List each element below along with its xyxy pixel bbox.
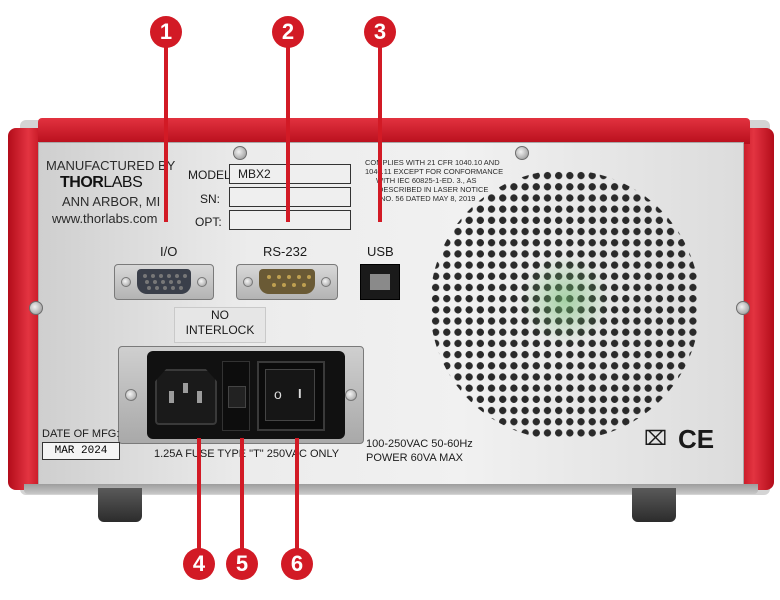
date-of-mfg-value: MAR 2024 bbox=[42, 442, 120, 460]
screw-left bbox=[29, 301, 43, 315]
model-value: MBX2 bbox=[238, 167, 271, 181]
callout-line-5 bbox=[240, 438, 244, 556]
pem-screw-right bbox=[345, 389, 357, 401]
ac-inlet[interactable] bbox=[155, 369, 217, 425]
bottom-lip bbox=[24, 484, 758, 494]
thorlabs-logo: THORLABS bbox=[60, 174, 143, 192]
screw-top-left bbox=[233, 146, 247, 160]
fuse-rating-text: 1.25A FUSE TYPE "T" 250VAC ONLY bbox=[154, 448, 340, 460]
io-port-plate bbox=[114, 264, 214, 300]
power-switch-rocker[interactable]: o I bbox=[265, 369, 315, 421]
model-label: MODEL: bbox=[188, 168, 235, 182]
io-port-label: I/O bbox=[160, 244, 178, 259]
brand-bold: THOR bbox=[60, 174, 104, 191]
screw-right bbox=[736, 301, 750, 315]
power-rating-line-2: POWER 60VA MAX bbox=[366, 452, 463, 464]
io-screw-left bbox=[121, 277, 131, 287]
rs232-screw-right bbox=[321, 277, 331, 287]
ce-mark: CE bbox=[678, 424, 715, 454]
power-entry-module: o I bbox=[118, 346, 364, 444]
callout-6: 6 bbox=[281, 548, 313, 580]
manufacturer-city: ANN ARBOR, MI bbox=[62, 194, 161, 209]
sn-field bbox=[229, 187, 351, 207]
callout-line-2 bbox=[286, 44, 290, 222]
io-port-connector[interactable] bbox=[137, 269, 191, 294]
opt-field bbox=[229, 210, 351, 230]
callout-3: 3 bbox=[364, 16, 396, 48]
manufacturer-website: www.thorlabs.com bbox=[52, 211, 158, 226]
switch-off-symbol: o bbox=[274, 386, 282, 402]
right-foot bbox=[632, 488, 676, 522]
fan-blade-glimpse bbox=[520, 255, 610, 345]
top-rail bbox=[38, 118, 750, 144]
left-foot bbox=[98, 488, 142, 522]
screw-top-right bbox=[515, 146, 529, 160]
manufactured-by: MANUFACTURED BY bbox=[46, 158, 176, 173]
rs232-port-plate bbox=[236, 264, 338, 300]
interlock-notice: NO INTERLOCK bbox=[174, 307, 266, 343]
weee-icon: ⌧ bbox=[644, 428, 668, 450]
interlock-line-2: INTERLOCK bbox=[185, 323, 255, 337]
rs232-screw-left bbox=[243, 277, 253, 287]
model-field: MBX2 bbox=[229, 164, 351, 184]
callout-line-3 bbox=[378, 44, 382, 222]
callout-line-1 bbox=[164, 44, 168, 222]
usb-port-label: USB bbox=[367, 244, 394, 259]
pem-screw-left bbox=[125, 389, 137, 401]
power-rating-line-1: 100-250VAC 50-60Hz bbox=[366, 438, 473, 450]
rs232-port-label: RS-232 bbox=[263, 244, 308, 259]
opt-label: OPT: bbox=[195, 215, 222, 229]
sn-label: SN: bbox=[200, 192, 221, 206]
power-switch[interactable]: o I bbox=[257, 361, 325, 431]
rs232-port-connector[interactable] bbox=[259, 269, 315, 294]
callout-1: 1 bbox=[150, 16, 182, 48]
compliance-line-3: WITH IEC 60825-1-ED. 3., AS bbox=[376, 176, 477, 185]
switch-on-symbol: I bbox=[298, 386, 302, 401]
callout-line-4 bbox=[197, 438, 201, 556]
interlock-line-1: NO bbox=[211, 308, 229, 322]
compliance-line-1: COMPLIES WITH 21 CFR 1040.10 AND bbox=[365, 158, 500, 167]
fuse-drawer[interactable] bbox=[222, 361, 250, 431]
callout-line-6 bbox=[295, 438, 299, 556]
io-screw-right bbox=[197, 277, 207, 287]
date-of-mfg-label: DATE OF MFG: bbox=[42, 428, 120, 440]
compliance-line-5: NO. 56 DATED MAY 8, 2019 bbox=[380, 194, 476, 203]
usb-port[interactable] bbox=[360, 264, 400, 300]
usb-port-tongue bbox=[370, 274, 390, 290]
callout-2: 2 bbox=[272, 16, 304, 48]
callout-5: 5 bbox=[226, 548, 258, 580]
callout-4: 4 bbox=[183, 548, 215, 580]
compliance-line-4: DESCRIBED IN LASER NOTICE bbox=[378, 185, 489, 194]
brand-light: LABS bbox=[103, 174, 143, 191]
compliance-line-2: 1040.11 EXCEPT FOR CONFORMANCE bbox=[365, 167, 504, 176]
